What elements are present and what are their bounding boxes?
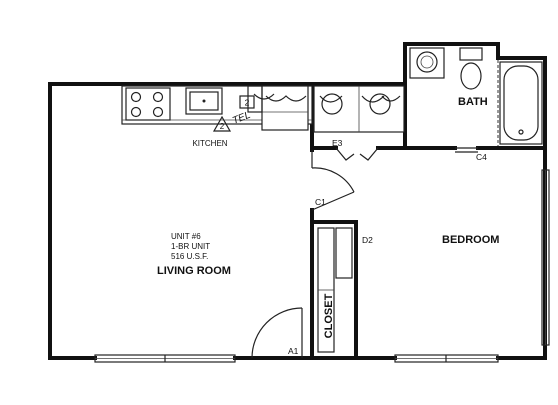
stove-icon — [125, 87, 171, 121]
kitchen-label: KITCHEN — [192, 139, 227, 148]
living-room-label: LIVING ROOM — [157, 265, 231, 277]
door-tag-e3: E3 — [332, 138, 343, 148]
unit-type: 1-BR UNIT — [171, 242, 210, 251]
square-marker: 2 — [239, 95, 255, 109]
unit-number: UNIT #6 — [171, 232, 201, 241]
door-c4 — [455, 147, 478, 153]
wardrobe — [313, 85, 405, 133]
triangle-marker-label: 2 — [220, 122, 225, 131]
door-a1 — [251, 307, 303, 359]
door-tag-c4: C4 — [476, 152, 487, 162]
door-c1 — [311, 150, 355, 211]
bathtub-icon — [499, 61, 543, 145]
door-d2 — [317, 227, 353, 353]
square-marker-label: 2 — [245, 98, 250, 108]
door-tag-d2: D2 — [362, 235, 373, 245]
door-tag-a1: A1 — [288, 346, 299, 356]
triangle-marker: 2 — [212, 115, 232, 132]
door-e3 — [335, 147, 379, 161]
bath-sink-icon — [409, 47, 445, 79]
toilet-icon — [459, 47, 483, 90]
bath-label: BATH — [458, 96, 488, 108]
refrigerator-icon — [261, 85, 309, 131]
door-tag-c1: C1 — [315, 197, 326, 207]
sink-icon — [185, 87, 223, 115]
window-right-side — [541, 169, 550, 346]
window-living-room — [94, 354, 236, 363]
wall-cabinet — [247, 85, 275, 113]
window-bedroom — [394, 354, 499, 363]
unit-area: 516 U.S.F. — [171, 252, 208, 261]
exterior-walls — [48, 42, 547, 360]
closet-label: CLOSET — [323, 293, 335, 338]
bedroom-label: BEDROOM — [442, 234, 499, 246]
